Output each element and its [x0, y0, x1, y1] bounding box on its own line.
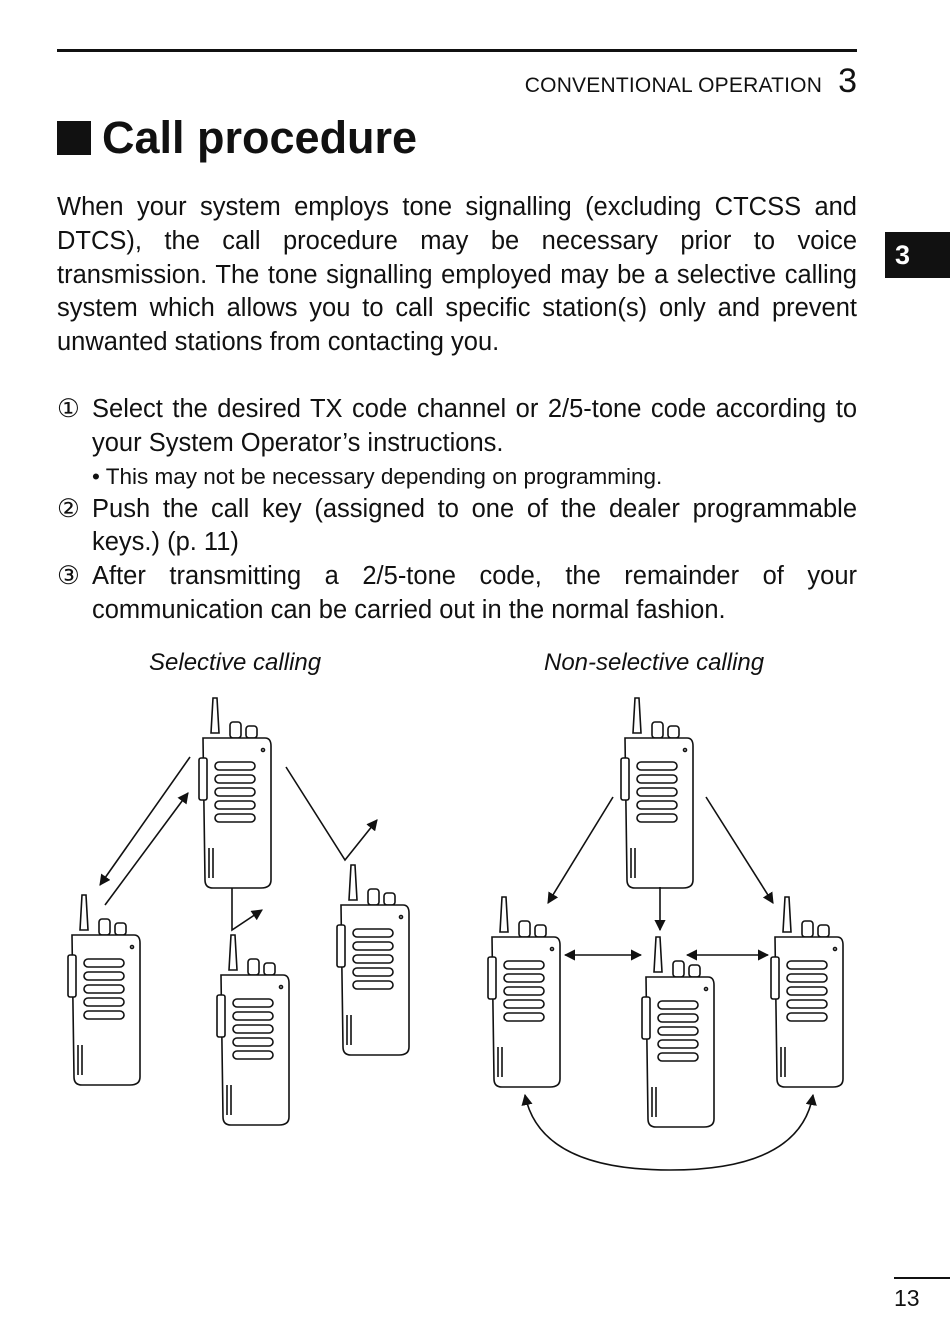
step-list: ① Select the desired TX code channel or … [57, 393, 857, 628]
chapter-tab: 3 [885, 232, 950, 278]
handheld-radio-icon [216, 934, 290, 1126]
intro-paragraph: When your system employs tone signalling… [57, 193, 857, 357]
running-header: CONVENTIONAL OPERATION 3 [525, 62, 857, 101]
step-text: Push the call key (assigned to one of th… [92, 494, 857, 557]
step-note: • This may not be necessary depending on… [92, 463, 663, 489]
step-number: ② [57, 494, 80, 523]
page-number: 13 [894, 1285, 920, 1311]
handheld-radio-icon [67, 894, 141, 1086]
chapter-tab-label: 3 [895, 239, 911, 270]
square-bullet-icon [57, 121, 91, 155]
page-title: Call procedure [57, 112, 417, 164]
section-number: 3 [838, 62, 857, 100]
page-title-text: Call procedure [102, 112, 418, 163]
selective-arrows [99, 756, 378, 932]
handheld-radio-icon [198, 697, 272, 889]
handheld-radio-icon [620, 697, 694, 889]
step-2: ② Push the call key (assigned to one of … [57, 493, 857, 561]
non-selective-calling-caption: Non-selective calling [544, 649, 765, 676]
handheld-radio-icon [770, 896, 844, 1088]
handheld-radio-icon [487, 896, 561, 1088]
section-title: CONVENTIONAL OPERATION [524, 74, 823, 97]
selective-calling-caption: Selective calling [149, 649, 322, 676]
non-selective-arrows [521, 796, 817, 1171]
step-text: After transmitting a 2/5-tone code, the … [92, 562, 857, 624]
top-rule [57, 49, 857, 52]
step-3: ③ After transmitting a 2/5-tone code, th… [57, 560, 857, 628]
calling-diagram [67, 697, 844, 1171]
step-number: ③ [57, 562, 80, 591]
footer-rule [894, 1277, 950, 1279]
step-number: ① [57, 395, 80, 423]
handheld-radio-icon [336, 864, 410, 1056]
step-1: ① Select the desired TX code channel or … [57, 393, 857, 461]
step-text: Select the desired TX code channel or 2/… [92, 395, 857, 457]
handheld-radio-icon [641, 936, 715, 1128]
